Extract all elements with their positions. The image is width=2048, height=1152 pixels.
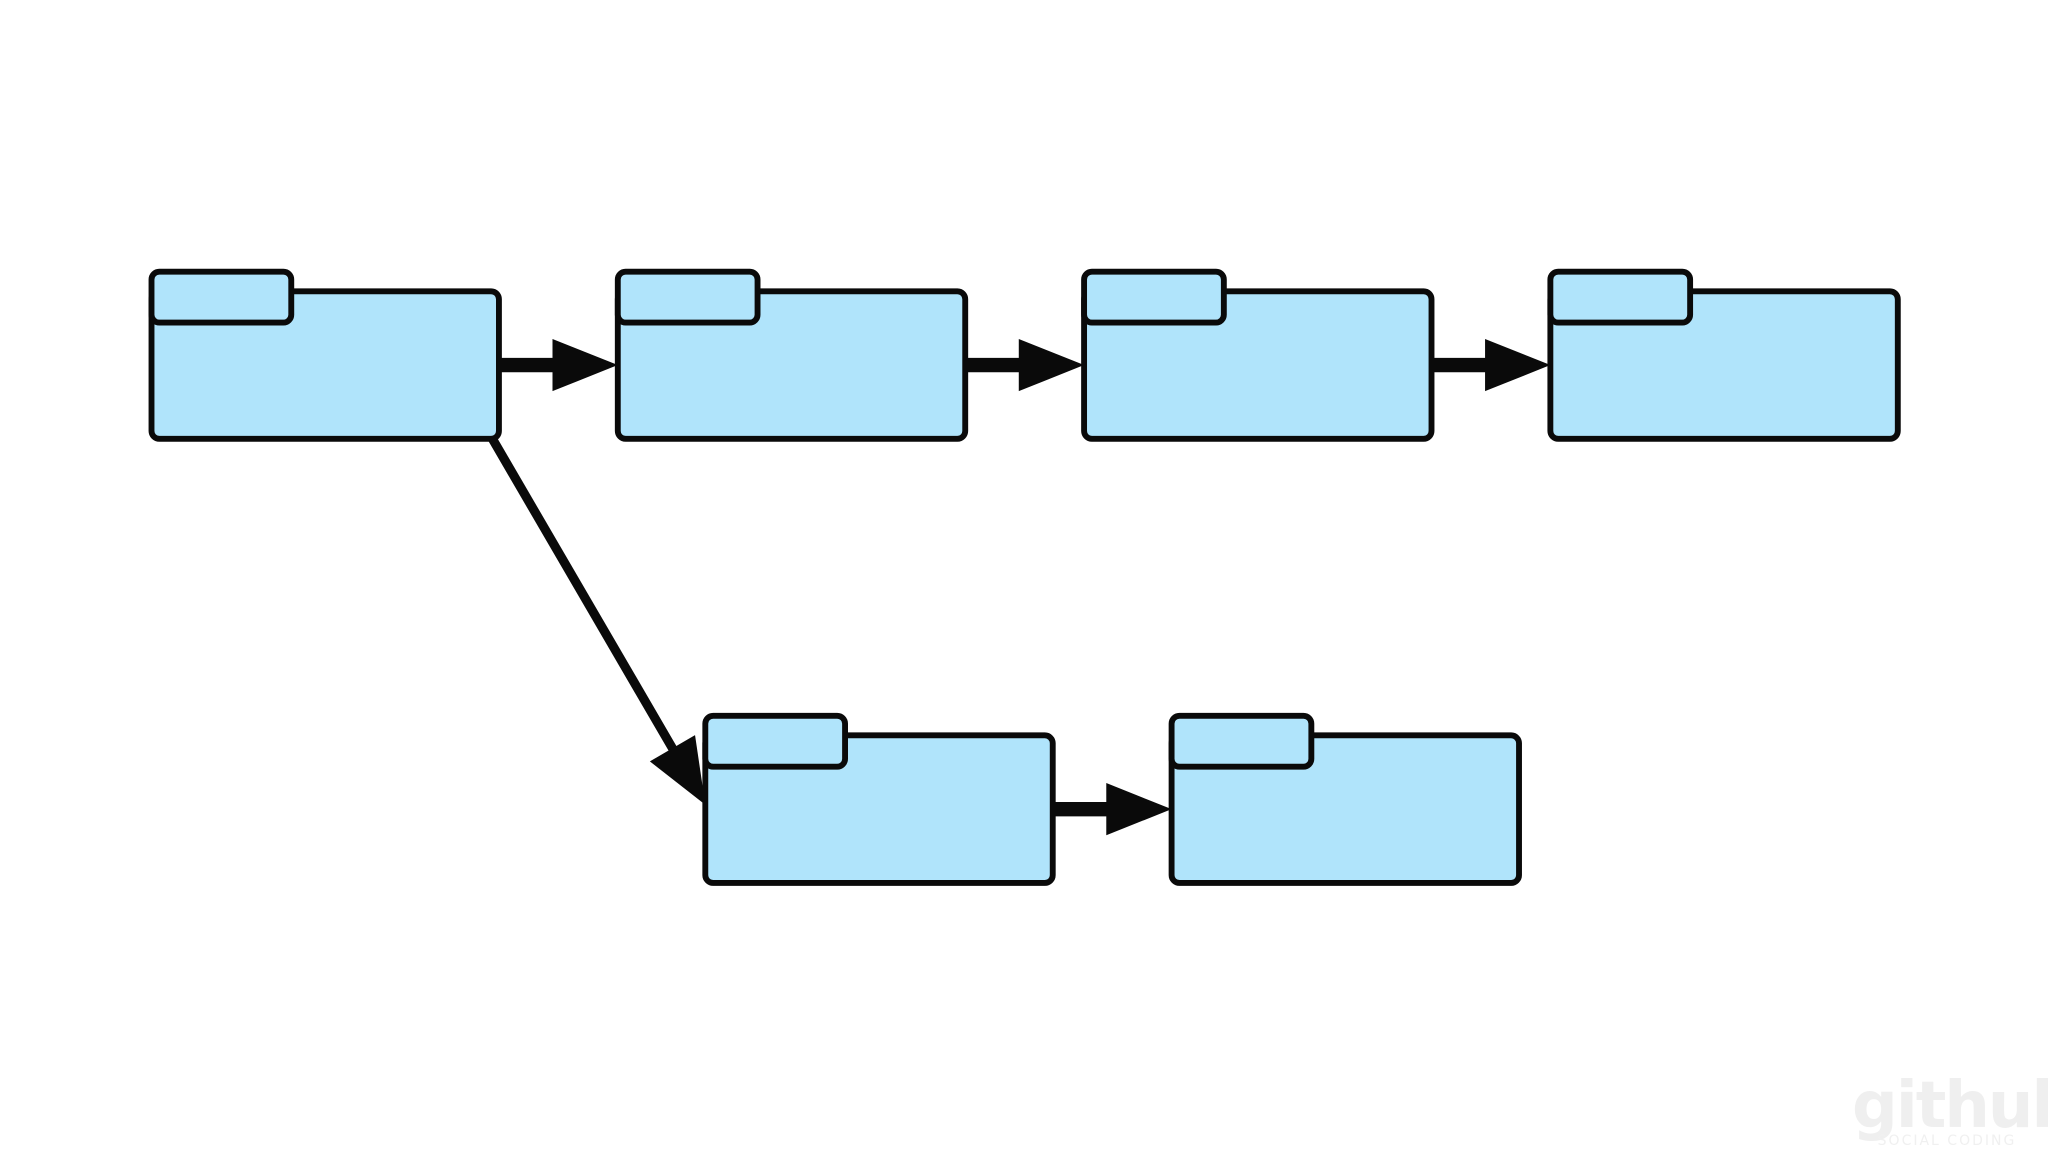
edges-layer <box>488 338 1551 836</box>
arrowhead-icon <box>1106 783 1172 836</box>
folder-6 <box>1168 712 1522 886</box>
arrow-folder-3-to-folder-4 <box>1431 338 1551 392</box>
github-watermark: github SOCIAL CODING <box>1852 1069 2048 1149</box>
arrow-shaft <box>488 436 678 753</box>
arrowhead-icon <box>1018 338 1085 392</box>
folder-1 <box>148 268 502 442</box>
folder-4-tab <box>1547 268 1694 326</box>
arrow-folder-1-to-folder-5 <box>488 436 706 805</box>
arrow-folder-5-to-folder-6 <box>1052 783 1172 836</box>
arrowhead-icon <box>649 735 706 805</box>
arrow-folder-2-to-folder-3 <box>965 338 1085 392</box>
folder-2 <box>614 268 969 442</box>
folder-6-tab <box>1168 712 1315 770</box>
folder-6-body <box>1168 732 1522 886</box>
folder-5 <box>702 712 1056 886</box>
folder-3-tab <box>1081 268 1227 326</box>
folder-3 <box>1081 268 1435 442</box>
folder-2-body <box>614 288 969 442</box>
folder-4-body <box>1547 288 1901 442</box>
folder-5-tab <box>702 712 849 770</box>
folder-1-tab <box>148 268 295 326</box>
folder-5-body <box>702 732 1056 886</box>
arrowhead-icon <box>552 338 618 392</box>
folder-1-body <box>148 288 502 442</box>
folder-3-body <box>1081 288 1435 442</box>
nodes-layer <box>148 268 1901 886</box>
arrow-folder-1-to-folder-2 <box>498 338 618 392</box>
watermark-tagline: SOCIAL CODING <box>1877 1133 2017 1149</box>
folder-4 <box>1547 268 1901 442</box>
watermark-logo-text: github <box>1852 1069 2048 1143</box>
arrowhead-icon <box>1485 338 1551 392</box>
folder-2-tab <box>614 268 761 326</box>
